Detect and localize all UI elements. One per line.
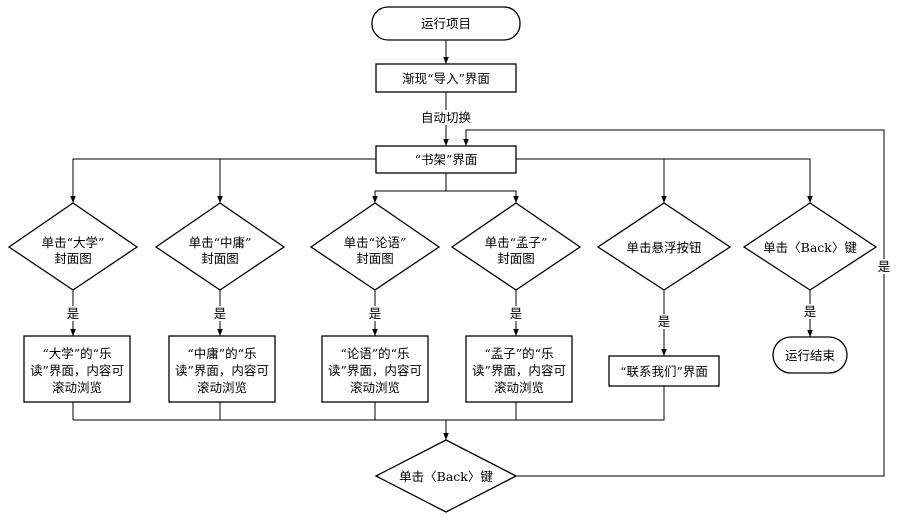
- process-daxue-line2: 读”界面，内容可: [30, 363, 124, 378]
- node-shelf-label: “书架”界面: [415, 152, 478, 167]
- yes-label-d5: 是: [658, 314, 671, 329]
- yes-label-d3: 是: [369, 306, 382, 321]
- decision-daxue: 单击“大学” 封面图: [7, 202, 139, 291]
- yes-label-bg: [211, 306, 229, 321]
- auto-switch-label: 自动切换: [421, 110, 472, 125]
- node-shelf: “书架”界面: [375, 145, 517, 174]
- process-daxue-line3: 滚动浏览: [52, 380, 102, 395]
- yes-label-bg: [655, 314, 673, 329]
- decision-float-button: 单击悬浮按钮: [596, 202, 732, 291]
- process-lunyu-line2: 读”界面，内容可: [328, 363, 422, 378]
- decision-mengzi-line2: 封面图: [497, 251, 535, 266]
- decision-daxue-line1: 单击“大学”: [42, 235, 105, 250]
- decision-zhongyong-line2: 封面图: [201, 251, 239, 266]
- process-zhongyong: “中庸”的“乐 读”界面，内容可 滚动浏览: [168, 335, 276, 403]
- process-mengzi-line1: “孟子”的“乐: [484, 346, 553, 361]
- node-start: 运行项目: [371, 6, 521, 41]
- decision-lunyu-line1: 单击“论语”: [344, 235, 407, 250]
- decision-zhongyong-line1: 单击“中庸”: [189, 235, 252, 250]
- node-end: 运行结束: [772, 336, 848, 374]
- process-lunyu-line3: 滚动浏览: [350, 380, 400, 395]
- edge-back-loop: [463, 129, 885, 477]
- decision-mengzi-line1: 单击“孟子”: [485, 235, 548, 250]
- decision-back-bottom-label: 单击〈Back〉键: [399, 469, 493, 484]
- process-lunyu-line1: “论语”的“乐: [340, 346, 409, 361]
- decision-back-key: 单击〈Back〉键: [742, 202, 878, 291]
- edge-label-group: 自动切换 是 是 是 是 是 是 是: [64, 110, 893, 329]
- process-mengzi-line2: 读”界面，内容可: [472, 363, 566, 378]
- yes-label-bg: [366, 306, 384, 321]
- process-daxue-line1: “大学”的“乐: [42, 346, 111, 361]
- node-end-label: 运行结束: [785, 348, 836, 363]
- yes-label-bg: [64, 306, 82, 321]
- decision-float-button-line1: 单击悬浮按钮: [626, 240, 701, 255]
- yes-label-bg: [507, 306, 525, 321]
- yes-label-d4: 是: [510, 306, 523, 321]
- decision-daxue-line2: 封面图: [54, 251, 92, 266]
- auto-label-bg: [414, 110, 478, 125]
- edge-shelf-d3: [372, 190, 446, 203]
- yes-label-loop: 是: [878, 259, 891, 274]
- edge-merge-bus: [73, 386, 665, 421]
- process-contact: “联系我们”界面: [608, 355, 720, 387]
- yes-label-bg: [801, 304, 819, 319]
- yes-label-bg: [875, 259, 893, 274]
- decision-lunyu: 单击“论语” 封面图: [309, 202, 441, 291]
- decision-lunyu-line2: 封面图: [356, 251, 394, 266]
- decision-back-bottom: 单击〈Back〉键: [374, 439, 518, 513]
- node-import-label: 渐现“导入”界面: [402, 71, 490, 86]
- process-lunyu: “论语”的“乐 读”界面，内容可 滚动浏览: [321, 335, 429, 403]
- yes-label-d1: 是: [67, 306, 80, 321]
- process-zhongyong-line1: “中庸”的“乐: [187, 346, 256, 361]
- node-import: 渐现“导入”界面: [375, 63, 517, 93]
- edge-shelf-d6: [516, 158, 813, 203]
- process-contact-label: “联系我们”界面: [620, 364, 708, 379]
- yes-label-d2: 是: [214, 306, 227, 321]
- process-zhongyong-line3: 滚动浏览: [197, 380, 247, 395]
- decision-mengzi: 单击“孟子” 封面图: [450, 202, 582, 291]
- edge-shelf-d4: [446, 190, 519, 203]
- edge-shelf-d1: [70, 158, 376, 203]
- yes-label-d6: 是: [804, 304, 817, 319]
- process-mengzi-line3: 滚动浏览: [494, 380, 544, 395]
- decision-zhongyong: 单击“中庸” 封面图: [154, 202, 286, 291]
- process-mengzi: “孟子”的“乐 读”界面，内容可 滚动浏览: [465, 335, 573, 403]
- decision-back-key-line1: 单击〈Back〉键: [763, 240, 857, 255]
- process-zhongyong-line2: 读”界面，内容可: [175, 363, 269, 378]
- node-start-label: 运行项目: [421, 16, 471, 31]
- process-daxue: “大学”的“乐 读”界面，内容可 滚动浏览: [23, 335, 131, 403]
